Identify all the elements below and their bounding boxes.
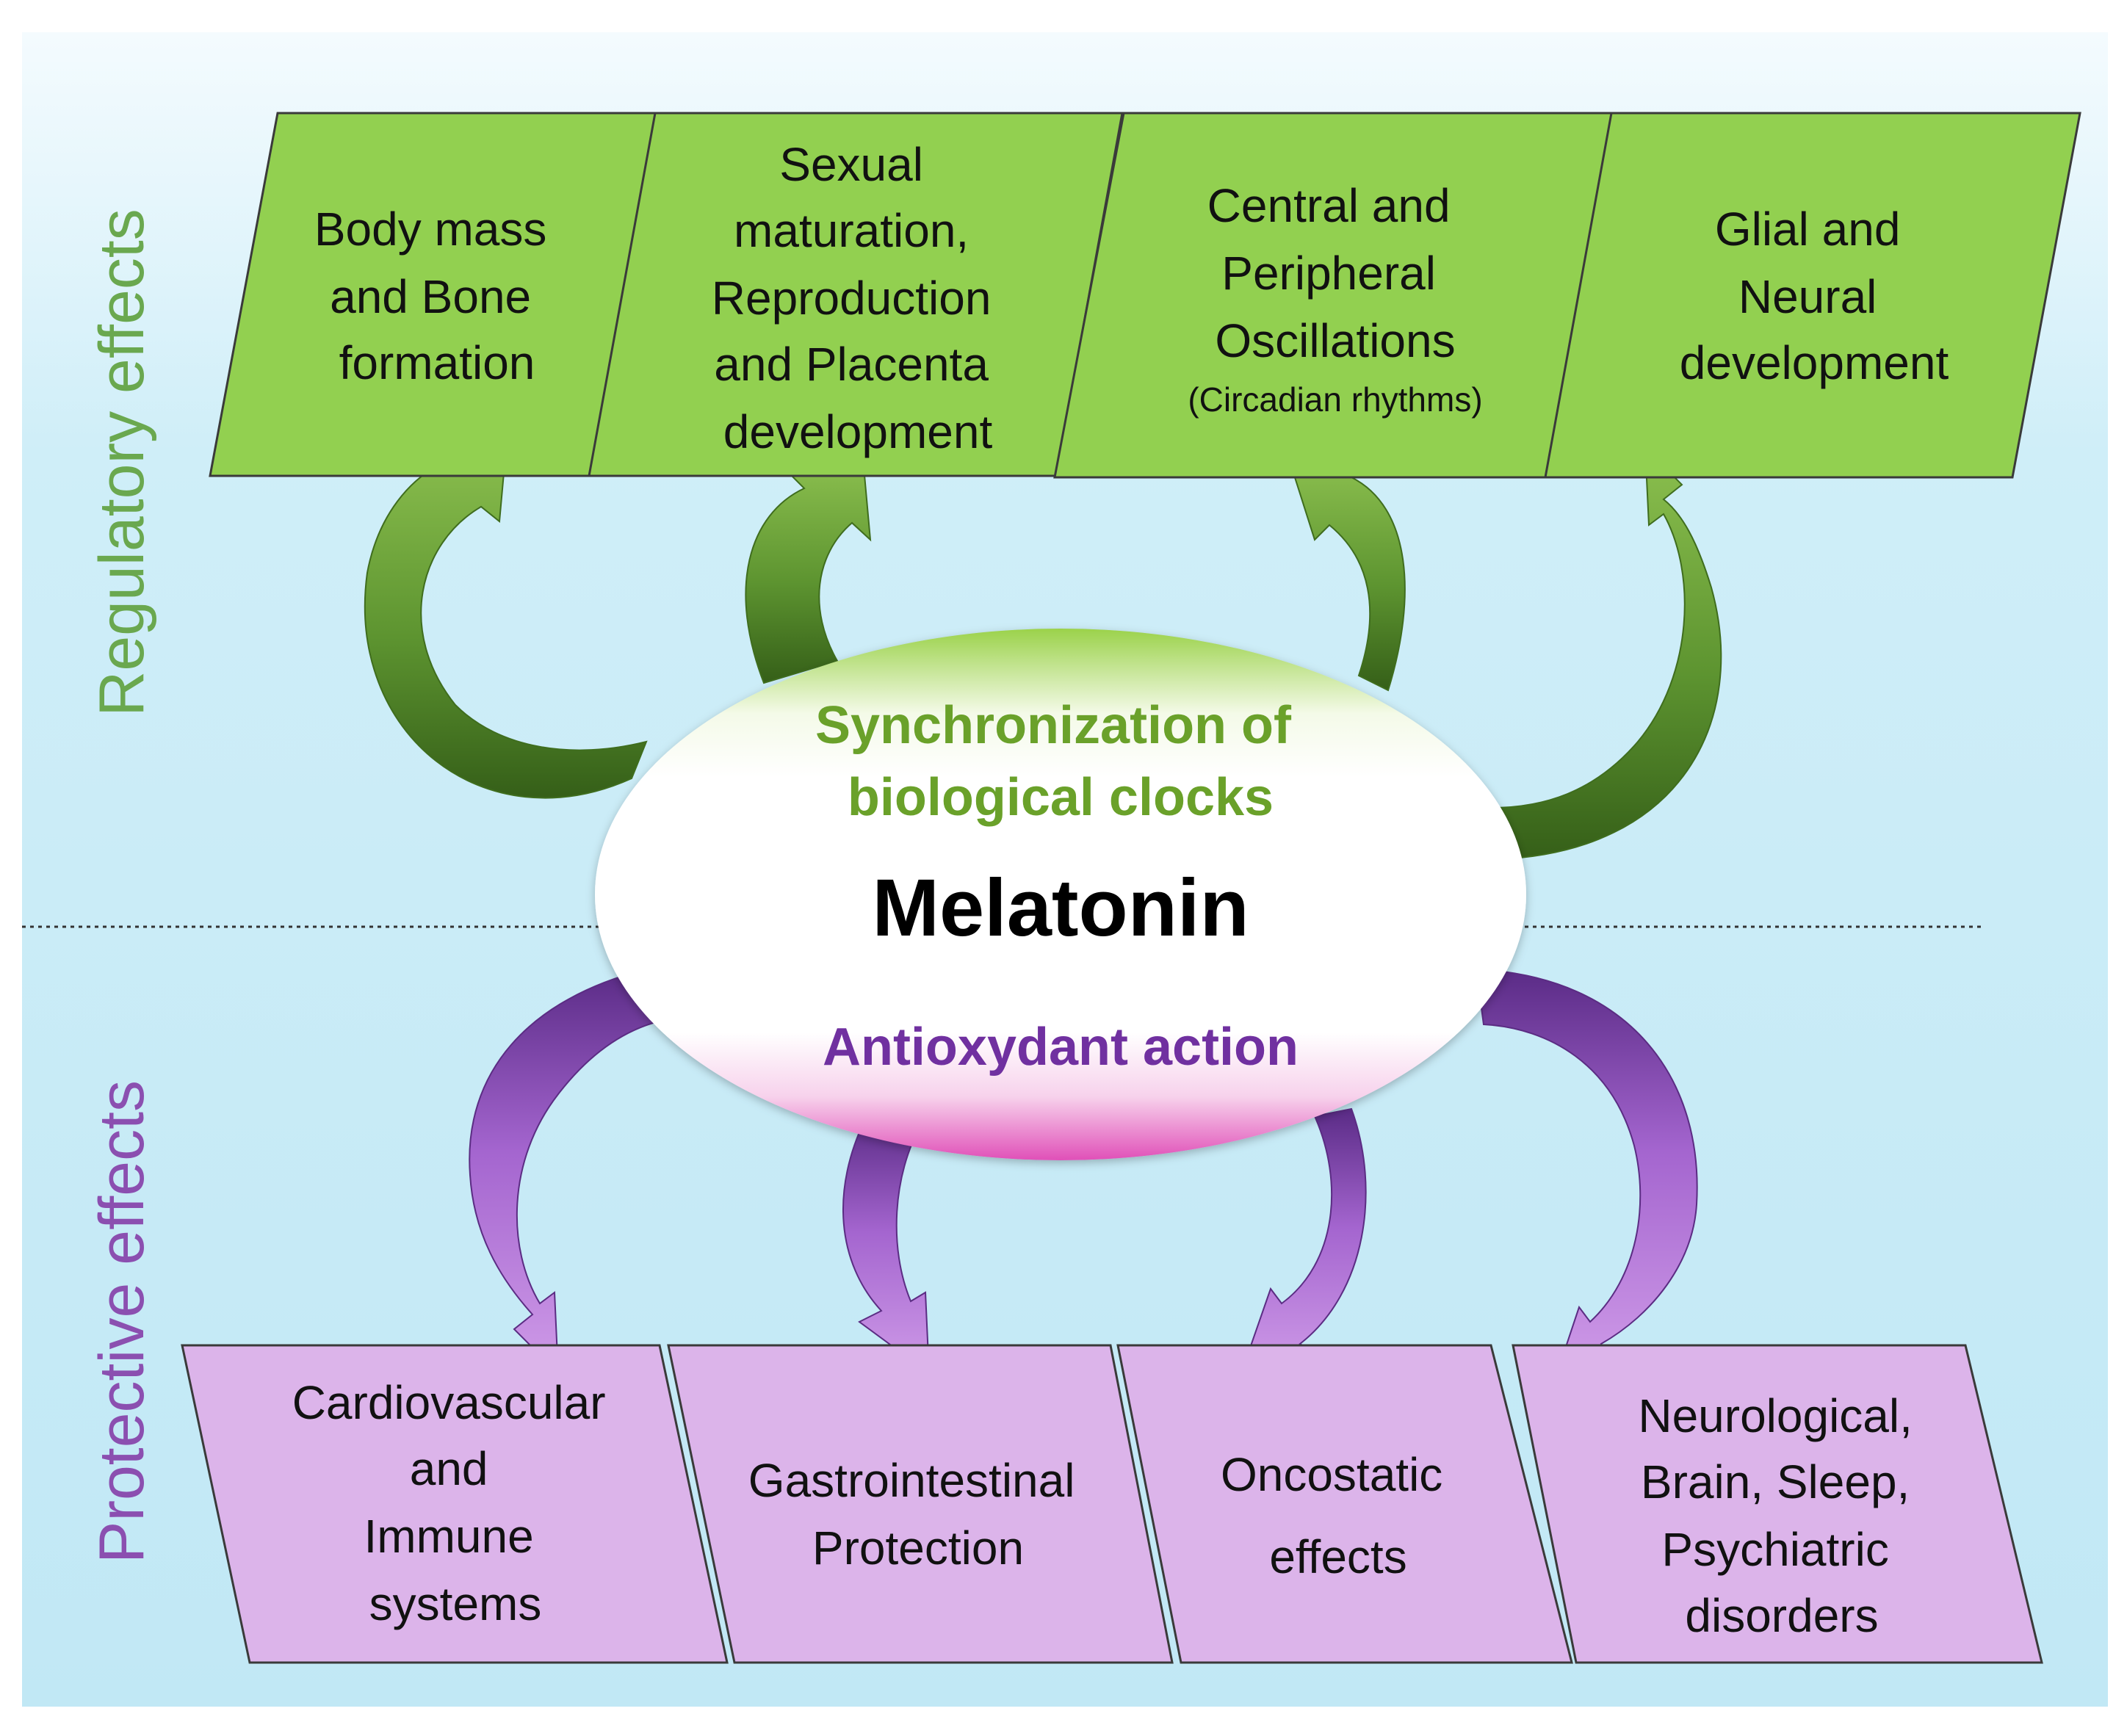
regulatory-box-3-text: Central and Peripheral Oscillations	[1207, 179, 1464, 367]
center-node: Synchronization of biological clocks Mel…	[595, 629, 1526, 1160]
green-arrow-2	[745, 457, 872, 684]
synchronization-text: Synchronization of biological clocks	[815, 696, 1306, 827]
protective-box-1-text: Cardiovascular and Immune systems	[292, 1376, 619, 1630]
circadian-rhythms-note: (Circadian rhythms)	[1188, 380, 1482, 419]
regulatory-boxes: Body mass and Bone formation Sexual matu…	[209, 112, 2081, 479]
protective-box-3-text: Oncostatic effects	[1221, 1448, 1456, 1583]
antioxidant-text: Antioxydant action	[823, 1018, 1299, 1077]
regulatory-box-2-text: Sexual maturation, Reproduction and Plac…	[712, 138, 1004, 458]
protective-box-2-text: Gastrointestinal Protection	[748, 1454, 1088, 1574]
regulatory-effects-label: Regulatory effects	[87, 209, 157, 717]
melatonin-title: Melatonin	[872, 863, 1249, 953]
protective-box-2	[667, 1344, 1174, 1664]
protective-boxes: Cardiovascular and Immune systems Gastro…	[181, 1344, 2043, 1664]
protective-box-4-text: Neurological, Brain, Sleep, Psychiatric …	[1638, 1389, 1925, 1642]
regulatory-box-4-text: Glial and Neural development	[1680, 203, 1949, 389]
green-arrow-4	[1489, 446, 1722, 861]
melatonin-ellipse	[595, 629, 1526, 1160]
protective-arrows	[469, 968, 1698, 1375]
regulatory-box-1-text: Body mass and Bone formation	[314, 203, 560, 389]
purple-arrow-4	[1475, 968, 1698, 1375]
protective-effects-label: Protective effects	[87, 1080, 157, 1563]
protective-box-3	[1116, 1344, 1573, 1664]
purple-arrow-1	[469, 968, 662, 1375]
protective-box-4	[1512, 1344, 2043, 1664]
protective-box-1	[181, 1344, 729, 1664]
regulatory-box-4	[1544, 112, 2081, 479]
